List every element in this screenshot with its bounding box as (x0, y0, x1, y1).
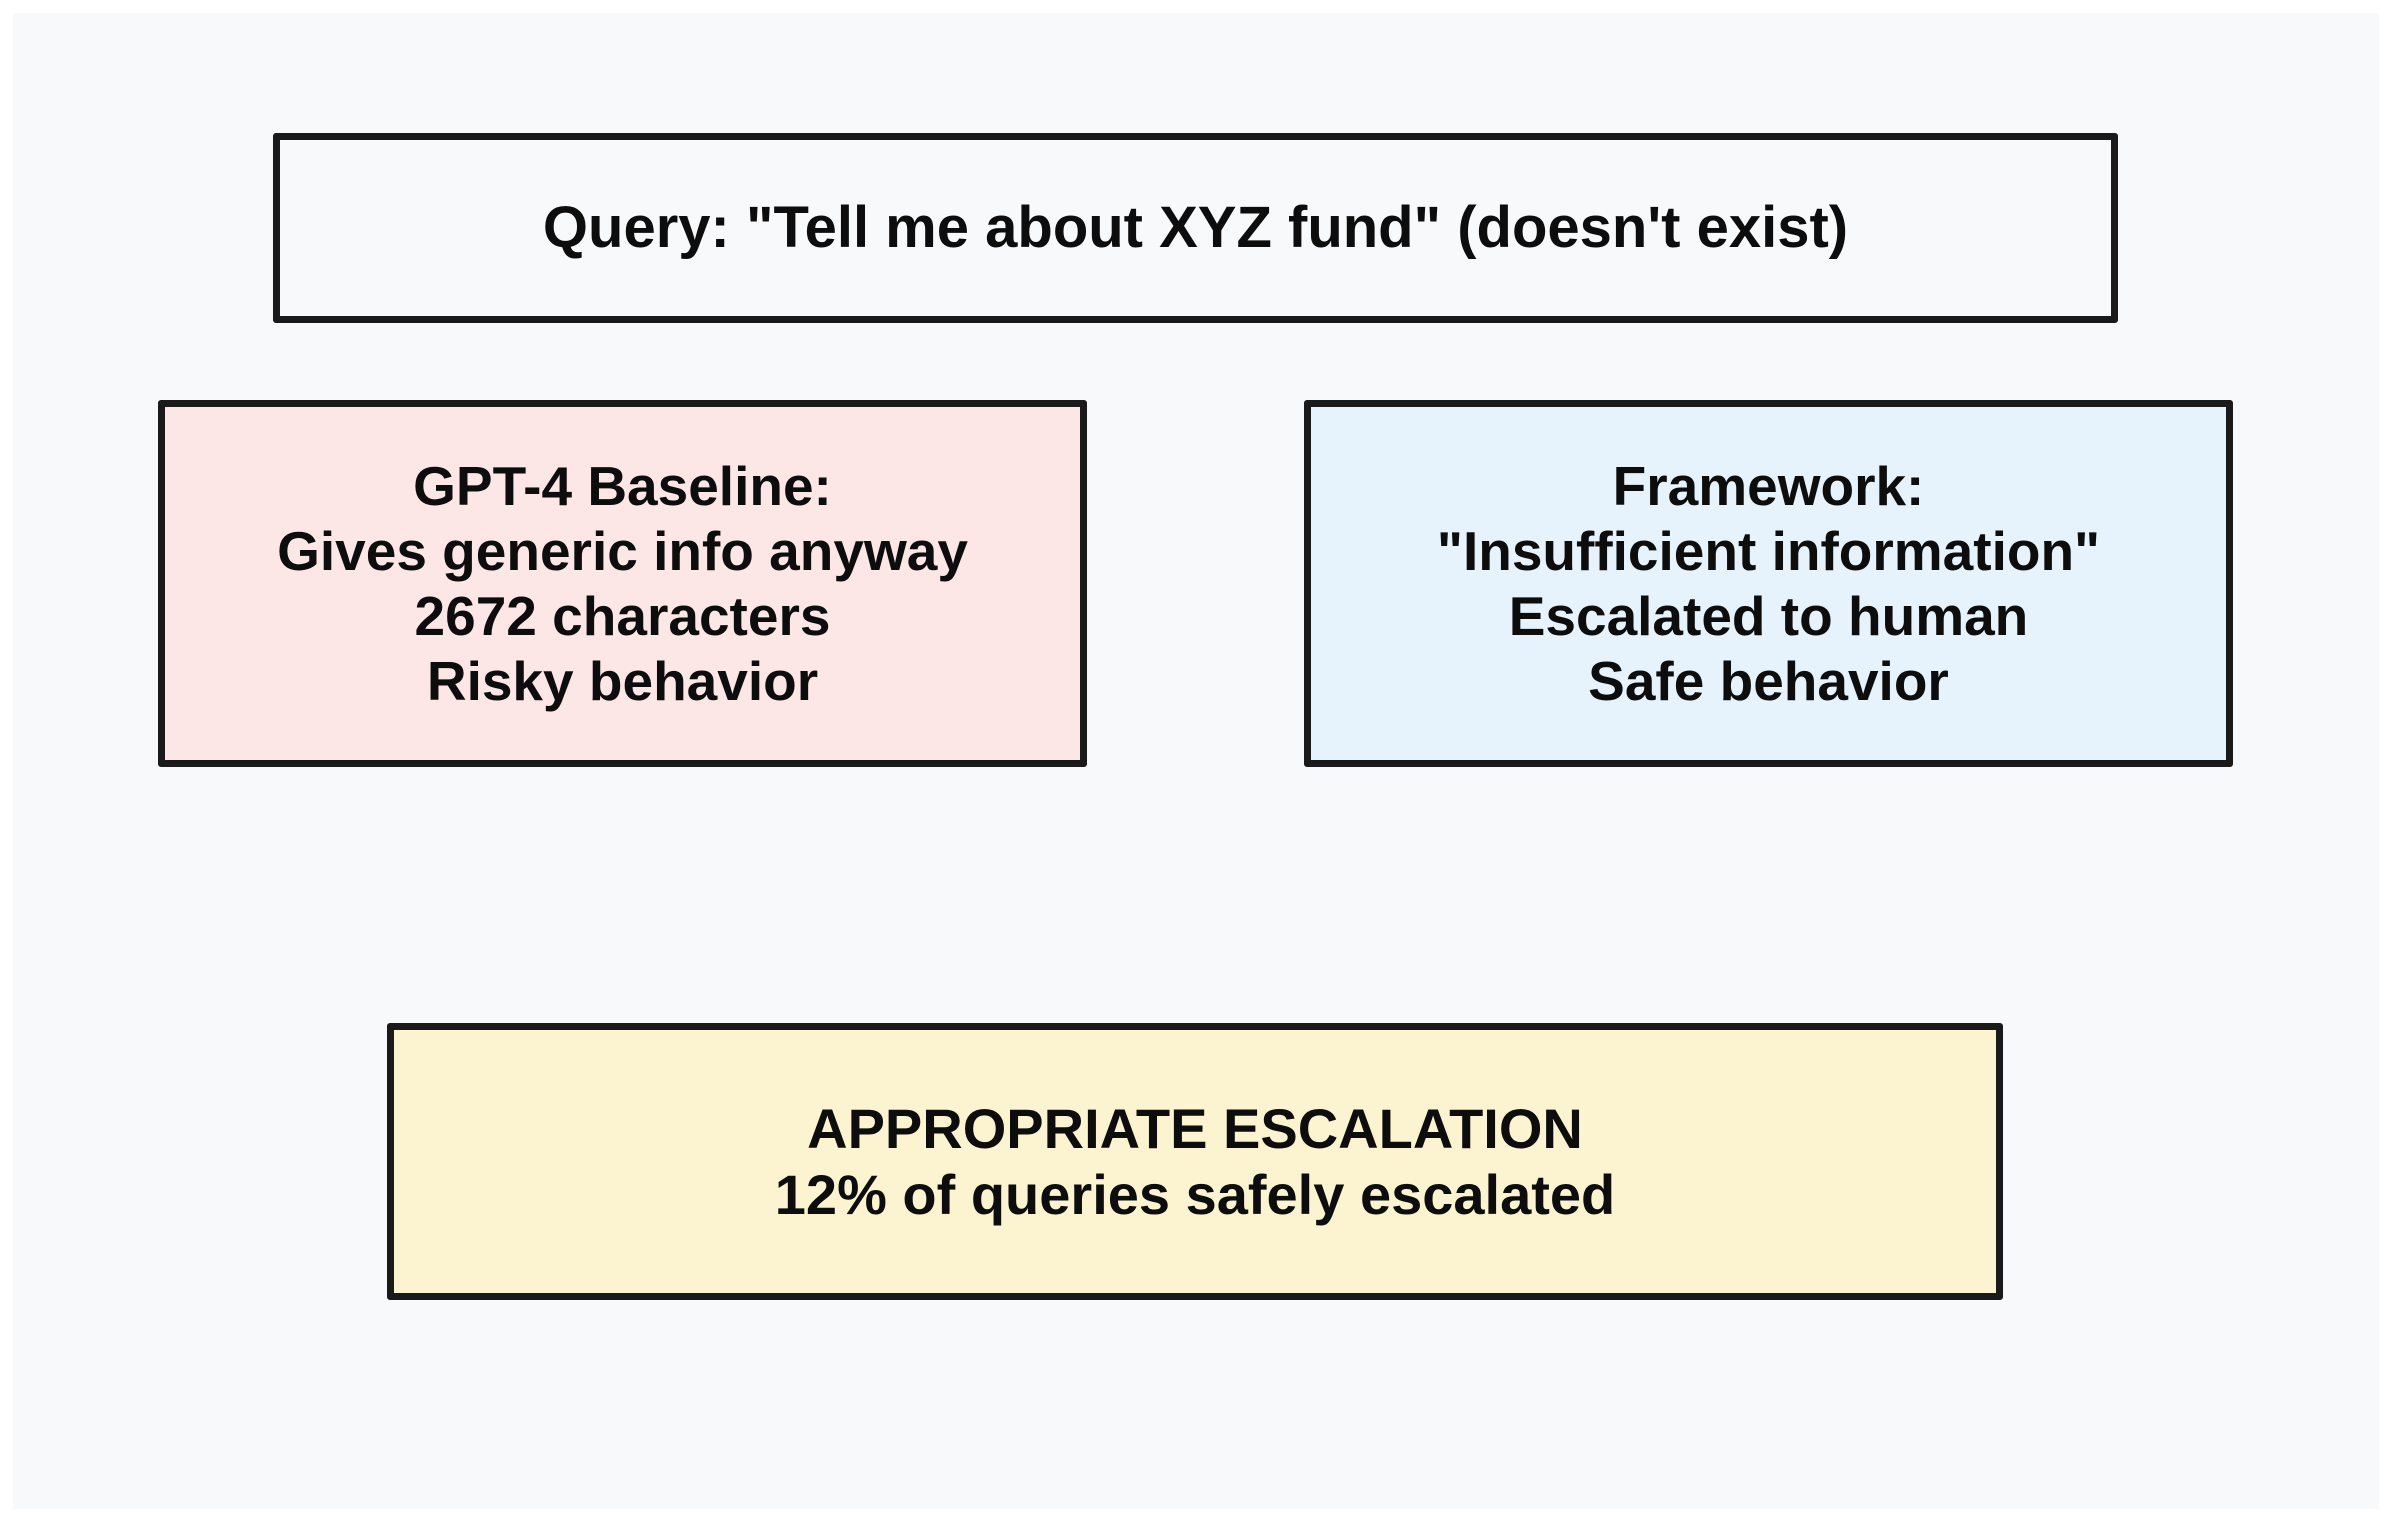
escalation-result-box: APPROPRIATE ESCALATION 12% of queries sa… (387, 1023, 2003, 1300)
baseline-box-line: 2672 characters (414, 584, 831, 647)
baseline-box-line: Risky behavior (426, 649, 819, 712)
gpt4-baseline-box: GPT-4 Baseline: Gives generic info anywa… (158, 400, 1087, 767)
escalation-result-title: APPROPRIATE ESCALATION (807, 1096, 1583, 1160)
framework-box-line: Safe behavior (1588, 649, 1949, 712)
baseline-box-line: Gives generic info anyway (277, 519, 968, 582)
escalation-result-line: 12% of queries safely escalated (774, 1162, 1616, 1226)
diagram-canvas: Query: "Tell me about XYZ fund" (doesn't… (13, 13, 2379, 1509)
query-box: Query: "Tell me about XYZ fund" (doesn't… (273, 133, 2118, 323)
framework-box-line: Escalated to human (1508, 584, 2029, 647)
framework-box-line: "Insufficient information" (1436, 519, 2101, 582)
baseline-box-title: GPT-4 Baseline: (413, 454, 832, 517)
framework-box: Framework: "Insufficient information" Es… (1304, 400, 2233, 767)
framework-box-title: Framework: (1612, 454, 1925, 517)
query-text: Query: "Tell me about XYZ fund" (doesn't… (542, 195, 1849, 260)
